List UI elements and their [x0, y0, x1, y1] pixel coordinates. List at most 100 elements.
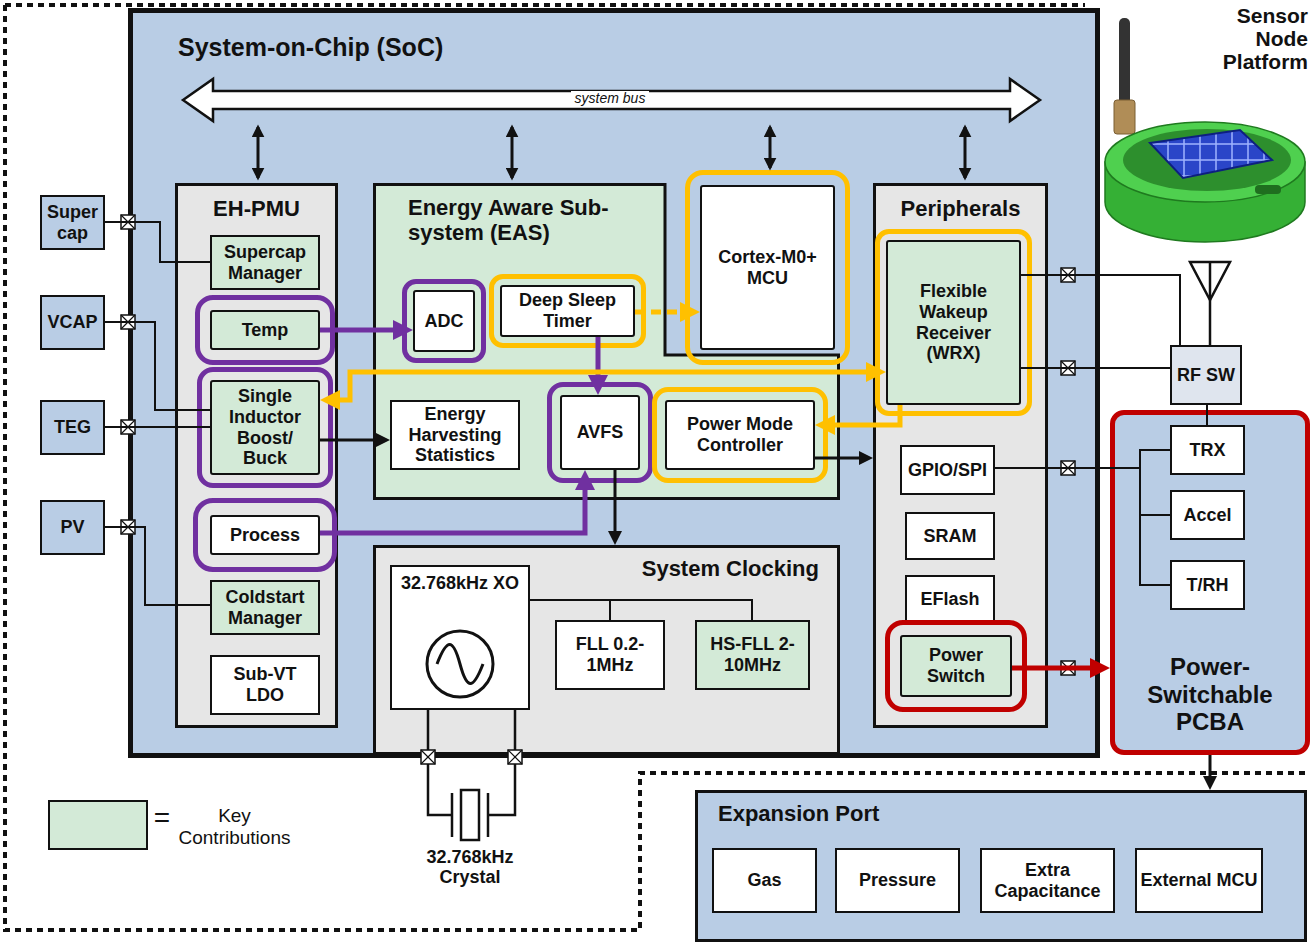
function-block: Energy Harvesting Statistics — [390, 400, 520, 470]
free-label: system bus — [560, 91, 660, 106]
block-label: Energy Harvesting Statistics — [395, 404, 515, 466]
block-label: PV — [60, 517, 84, 538]
block-label: VCAP — [47, 312, 97, 333]
connector — [105, 527, 210, 605]
block-label: TRX — [1190, 440, 1226, 461]
function-block: Coldstart Manager — [210, 580, 320, 635]
block-label: Pressure — [859, 870, 936, 891]
function-block: Accel — [1170, 490, 1245, 540]
block-label: Deep Sleep Timer — [505, 290, 630, 331]
block-title: EH-PMU — [178, 196, 335, 221]
block-label: Gas — [747, 870, 781, 891]
function-block: VCAP — [40, 295, 105, 350]
dashed-frame — [5, 3, 1085, 7]
function-block: Pressure — [835, 848, 960, 913]
connector — [105, 426, 210, 428]
free-label: 32.768kHz Crystal — [395, 848, 545, 888]
block-group: EH-PMU Supercap ManagerTempSingle Inducto… — [175, 183, 338, 728]
connector — [530, 600, 752, 620]
function-block: Super cap — [40, 195, 105, 250]
connector — [1021, 275, 1180, 345]
function-block: External MCU — [1135, 848, 1263, 913]
block-label: Single Inductor Boost/ Buck — [215, 386, 315, 469]
function-block: PV — [40, 500, 105, 555]
connector — [105, 222, 210, 262]
dashed-frame — [5, 5, 1310, 930]
block-label: Super cap — [45, 202, 100, 243]
block-label: ADC — [425, 311, 464, 332]
block-label: Sub-VT LDO — [215, 664, 315, 705]
block-group: PeripheralsFlexible Wakeup Receiver (WRX… — [873, 183, 1048, 728]
function-block: Gas — [712, 848, 817, 913]
connector — [105, 322, 210, 410]
function-block: EFlash — [905, 575, 995, 623]
connector — [320, 480, 585, 533]
connector — [320, 328, 403, 333]
legend-label-box: Key Contributions — [172, 805, 297, 849]
block-label: EFlash — [920, 589, 979, 610]
block-label: Power Mode Controller — [670, 414, 810, 455]
function-block: Sub-VT LDO — [210, 655, 320, 715]
block-label: GPIO/SPI — [908, 460, 987, 481]
connector — [1209, 755, 1212, 783]
block-title: Energy Aware Sub-system (EAS) — [408, 195, 678, 246]
connector — [995, 450, 1170, 468]
block-label: Flexible Wakeup Receiver (WRX) — [891, 281, 1016, 364]
block-label: FLL 0.2-1MHz — [560, 634, 660, 675]
system-bus-arrow — [183, 79, 1040, 121]
function-block: Extra Capacitance — [980, 848, 1115, 913]
pin-pads — [121, 215, 1075, 764]
label-text: = — [150, 803, 174, 834]
block-label: Cortex-M0+ MCU — [705, 247, 830, 288]
connector — [320, 439, 383, 442]
function-block: Supercap Manager — [210, 235, 320, 290]
connector — [995, 468, 1170, 585]
connector — [1206, 405, 1208, 425]
bus-taps — [258, 127, 965, 178]
connector — [614, 470, 617, 538]
legend-text: Key Contributions — [172, 805, 297, 849]
function-block: Cortex-M0+ MCU — [700, 185, 835, 350]
block-group: System Clocking32.768kHz XOFLL 0.2-1MHzH… — [373, 545, 840, 755]
block-label: Extra Capacitance — [985, 860, 1110, 901]
function-block: ADC — [413, 290, 475, 352]
block-title: Peripherals — [876, 196, 1045, 221]
block-label: Supercap Manager — [215, 242, 315, 283]
function-block: TEG — [40, 400, 105, 455]
connector — [815, 457, 866, 460]
xo-symbol — [427, 631, 493, 697]
function-block: SRAM — [905, 512, 995, 560]
label-text: Sensor Node Platform — [1180, 4, 1308, 73]
connector — [825, 405, 900, 425]
block-label: External MCU — [1140, 870, 1257, 891]
function-block: 32.768kHz XO — [390, 565, 530, 710]
function-block: Power Switch — [900, 635, 1012, 697]
connector — [635, 310, 690, 315]
connector — [596, 337, 601, 385]
function-block: TRX — [1170, 425, 1245, 475]
connector — [530, 600, 610, 620]
function-block: T/RH — [1170, 560, 1245, 610]
block-title: Power-Switchable PCBA — [1123, 653, 1297, 736]
function-block: HS-FLL 2-10MHz — [695, 620, 810, 690]
block-label: HS-FLL 2-10MHz — [700, 634, 805, 675]
crystal-symbol — [428, 710, 515, 840]
connector — [330, 372, 876, 400]
block-title: System-on-Chip (SoC) — [178, 33, 1095, 62]
label-text: 32.768kHz Crystal — [395, 848, 545, 888]
block-label: TEG — [54, 417, 91, 438]
block-group: Expansion PortGas Pressure Extra Capacitan… — [695, 790, 1307, 942]
connector — [995, 468, 1170, 515]
function-block: Flexible Wakeup Receiver (WRX) — [886, 240, 1021, 405]
legend-swatch — [48, 800, 148, 850]
block-label: 32.768kHz XO — [401, 573, 519, 594]
block-label: Temp — [242, 320, 289, 341]
function-block: Power Mode Controller — [665, 400, 815, 470]
block-title: Expansion Port — [718, 801, 1304, 826]
block-label: RF SW — [1177, 365, 1235, 386]
free-label: Sensor Node Platform — [1180, 4, 1308, 73]
function-block: Single Inductor Boost/ Buck — [210, 380, 320, 475]
